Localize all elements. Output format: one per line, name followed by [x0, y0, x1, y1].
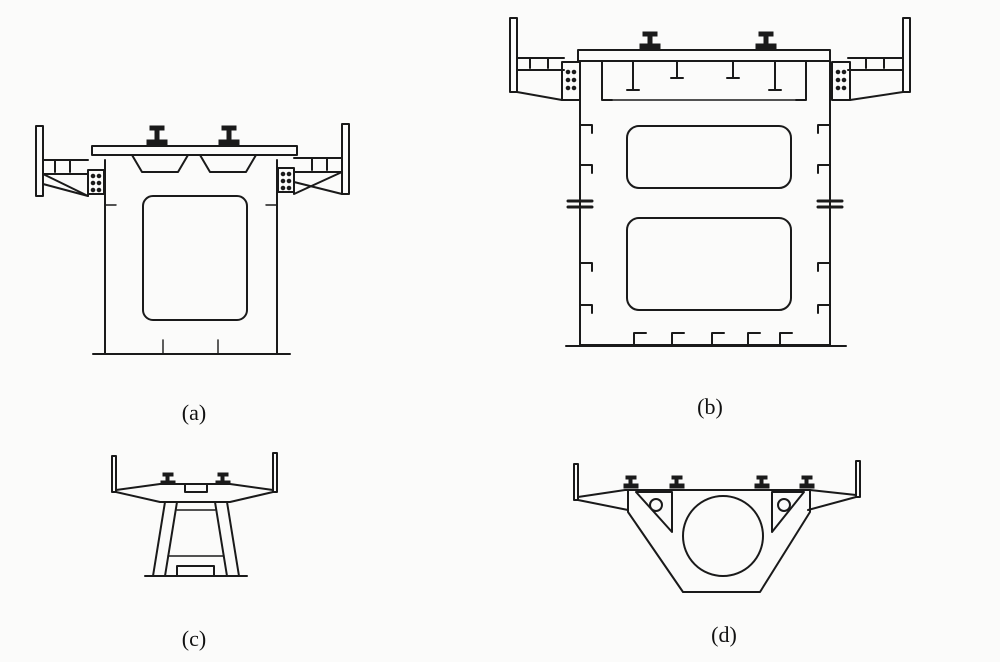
- panel-c-parapet-left: [111, 455, 117, 493]
- panel-a-rail-left: [146, 125, 168, 146]
- panel-b-deck-plate: [577, 49, 831, 62]
- panel-b-side-stiffeners: [566, 124, 844, 314]
- panel-b-rail-right: [755, 31, 777, 50]
- panel-b-upper-opening: [626, 125, 792, 189]
- panel-a-stiffeners: [104, 204, 278, 355]
- panel-c-drawing: [111, 452, 278, 577]
- panel-d-rail-4: [799, 475, 815, 489]
- panel-a-drawing: [35, 123, 350, 355]
- panel-c-deck-top: [115, 483, 274, 491]
- panel-d-drawing: [573, 460, 861, 593]
- panel-c-deck-bottom: [115, 491, 274, 503]
- panel-d-central-void: [682, 495, 764, 577]
- panel-c-top-stiffener: [184, 483, 208, 493]
- panel-a-cantilever-right: [277, 123, 350, 195]
- panel-d-cell-right: [771, 491, 805, 533]
- panel-c-rail-right: [215, 472, 231, 485]
- panel-a-trough-left: [131, 154, 189, 173]
- panel-b-drawing: [509, 17, 911, 347]
- panel-a-box-girder: [104, 159, 278, 355]
- panel-b-rail-left: [639, 31, 661, 50]
- panel-a-deck-plate: [91, 145, 298, 156]
- caption-d: (d): [711, 622, 737, 647]
- panel-d-hole-left: [649, 498, 663, 512]
- panel-a-inner-opening: [142, 195, 248, 321]
- panel-d-rail-2: [669, 475, 685, 489]
- panel-d-rail-1: [623, 475, 639, 489]
- panel-b-cantilever-left: [509, 17, 581, 101]
- panel-d-parapet-left: [573, 463, 579, 501]
- panel-c-bottom-stiffener: [176, 565, 215, 577]
- panel-d-wing-left: [577, 499, 629, 511]
- panel-b-deck-stiffeners: [601, 60, 807, 101]
- panel-b-box-girder: [579, 60, 831, 346]
- panel-d-rail-3: [754, 475, 770, 489]
- panel-d-section-outline: [627, 489, 811, 593]
- panel-a-trough-right: [199, 154, 257, 173]
- panel-a-rail-right: [218, 125, 240, 146]
- caption-c: (c): [181, 626, 207, 651]
- panel-d-deck-top: [577, 489, 857, 498]
- panel-d-parapet-right: [855, 460, 861, 498]
- panel-d-wing-right: [807, 496, 857, 511]
- panel-b-cantilever-right: [831, 17, 911, 101]
- panel-d-cell-left: [635, 491, 673, 533]
- panel-c-web-right: [214, 501, 240, 577]
- panel-a-cantilever-left: [35, 125, 105, 197]
- panel-c-parapet-right: [272, 452, 278, 493]
- panel-b-bottom-stiffeners: [633, 332, 793, 346]
- panel-c-rail-left: [160, 472, 176, 485]
- panel-b-lower-opening: [626, 217, 792, 311]
- caption-b: (b): [697, 394, 723, 419]
- panel-d-hole-right: [777, 498, 791, 512]
- caption-a: (a): [181, 400, 207, 425]
- panel-c-web-left: [152, 501, 178, 577]
